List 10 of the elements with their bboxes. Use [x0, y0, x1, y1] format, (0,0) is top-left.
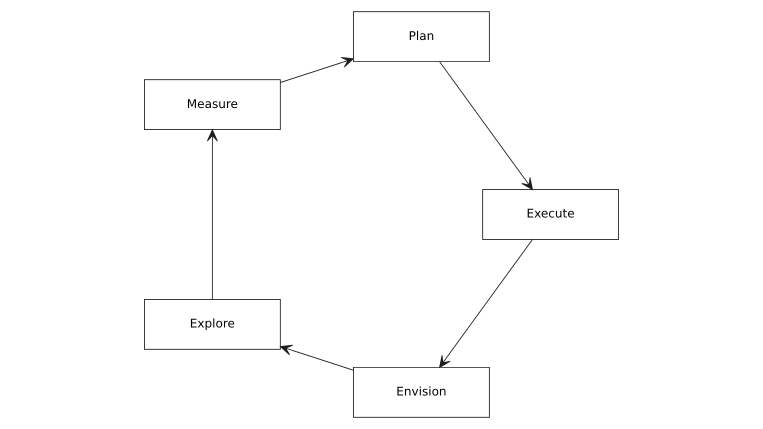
- node-box: Envision: [353, 366, 490, 418]
- node-box: Execute: [482, 189, 619, 240]
- arrow: [439, 239, 533, 368]
- node-box: Measure: [144, 79, 281, 130]
- arrow: [206, 129, 218, 300]
- arrow: [439, 61, 533, 190]
- arrow: [280, 57, 354, 83]
- arrow: [280, 344, 354, 371]
- node-box: Explore: [144, 299, 281, 350]
- node-box: Plan: [353, 11, 490, 62]
